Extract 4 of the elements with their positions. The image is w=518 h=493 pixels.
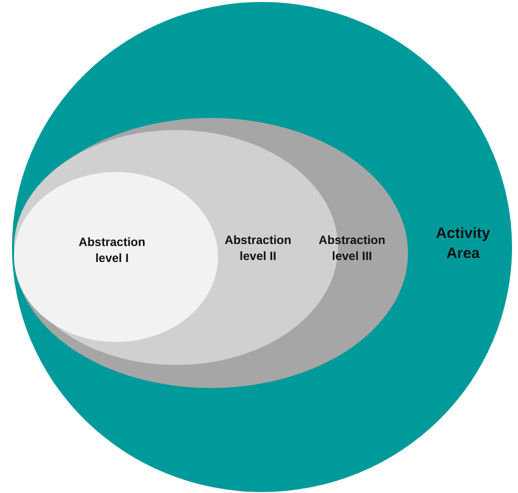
ellipse-label: Abstraction level I: [78, 234, 146, 266]
ellipse-label: Abstraction level II: [224, 232, 292, 264]
ellipse-label: Activity Area: [434, 224, 492, 264]
ellipse-label: Abstraction level III: [318, 232, 386, 264]
